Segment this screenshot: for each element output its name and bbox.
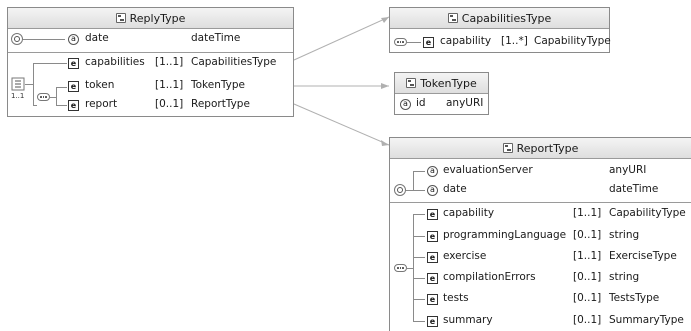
report-type-title: ReportType [516,141,579,155]
elem-cardinality: [0..1] [573,271,602,283]
elem-cardinality: [1..*] [501,35,528,47]
elem-name: token [85,79,115,91]
elem-cardinality: [1..1] [573,250,602,262]
reply-attr-date[interactable]: a date dateTime [68,30,288,48]
attr-name: date [85,32,109,44]
capabilities-type-title: CapabilitiesType [461,11,552,25]
capabilities-type-box[interactable]: CapabilitiesType e capability [1..*] Cap… [389,7,611,53]
element-icon: e [427,230,438,242]
complex-type-icon [502,143,513,153]
elem-name: capability [440,35,492,47]
elem-type: ExerciseType [609,250,677,262]
attribute-group-icon [394,184,406,196]
elem-name: tests [443,292,469,304]
capabilities-elem-capability[interactable]: e capability [1..*] CapabilityType [423,33,611,51]
elem-cardinality: [0..1] [573,292,602,304]
attr-type: dateTime [191,32,241,44]
elem-type: TestsType [609,292,660,304]
reply-type-header: ReplyType [8,8,293,29]
elem-name: report [85,98,118,110]
elem-type: ReportType [191,98,250,110]
element-icon: e [68,57,79,69]
elem-name: exercise [443,250,487,262]
attr-name: evaluationServer [443,164,533,176]
element-icon: e [427,251,438,263]
element-icon: e [68,99,79,111]
complex-type-icon [115,13,126,23]
elem-type: SummaryType [609,314,684,326]
elem-type: CapabilitiesType [191,56,277,68]
attr-name: id [416,97,426,109]
token-type-header: TokenType [395,73,488,94]
attribute-icon: a [427,184,438,196]
reply-type-box[interactable]: ReplyType a date dateTime 1..1 e capabil… [7,7,294,117]
elem-name: programmingLanguage [443,229,567,241]
complex-type-icon [447,13,458,23]
elem-cardinality: [1..1] [155,56,184,68]
element-icon: e [427,208,438,220]
elem-name: capabilities [85,56,145,68]
element-icon: e [427,315,438,327]
group-cardinality: 1..1 [11,92,25,100]
capabilities-type-header: CapabilitiesType [390,8,609,29]
reply-elem-capabilities[interactable]: e capabilities [1..1] CapabilitiesType [68,54,293,72]
elem-name: compilationErrors [443,271,536,283]
report-elem-summary[interactable]: e summary [0..1] SummaryType [427,312,689,330]
elem-type: string [609,229,640,241]
report-elem-programminglanguage[interactable]: e programmingLanguage [0..1] string [427,227,689,245]
attr-type: anyURI [609,164,647,176]
sequence-compositor-icon [37,93,50,101]
attr-name: date [443,183,467,195]
sequence-group-icon [11,77,25,91]
report-attr-evaluationserver[interactable]: a evaluationServer anyURI [427,162,689,180]
attribute-group-icon [11,33,23,45]
elem-cardinality: [1..1] [155,79,184,91]
element-icon: e [423,36,434,48]
report-elem-tests[interactable]: e tests [0..1] TestsType [427,290,689,308]
report-elem-compilationerrors[interactable]: e compilationErrors [0..1] string [427,269,689,287]
attribute-icon: a [68,33,79,45]
sequence-compositor-icon [394,38,407,46]
report-elem-exercise[interactable]: e exercise [1..1] ExerciseType [427,248,689,266]
elem-cardinality: [0..1] [155,98,184,110]
reply-elem-token[interactable]: e token [1..1] TokenType [68,77,293,95]
attr-type: anyURI [446,97,484,109]
reply-type-title: ReplyType [129,11,186,25]
element-icon: e [427,293,438,305]
sequence-compositor-icon [394,264,407,272]
elem-type: TokenType [191,79,245,91]
elem-cardinality: [1..1] [573,207,602,219]
elem-type: CapabilityType [609,207,686,219]
attribute-icon: a [400,98,411,110]
report-type-header: ReportType [390,138,691,159]
elem-type: CapabilityType [534,35,611,47]
elem-type: string [609,271,640,283]
element-icon: e [427,272,438,284]
elem-name: summary [443,314,493,326]
report-type-box[interactable]: ReportType a evaluationServer anyURI a d… [389,137,691,331]
attr-type: dateTime [609,183,659,195]
report-elem-capability[interactable]: e capability [1..1] CapabilityType [427,205,689,223]
attribute-icon: a [427,165,438,177]
elem-cardinality: [0..1] [573,314,602,326]
elem-cardinality: [0..1] [573,229,602,241]
complex-type-icon [406,78,417,88]
token-type-title: TokenType [420,76,477,90]
reply-elem-report[interactable]: e report [0..1] ReportType [68,96,293,114]
report-attr-date[interactable]: a date dateTime [427,181,689,199]
token-attr-id[interactable]: a id anyURI [400,95,488,113]
element-icon: e [68,80,79,92]
elem-name: capability [443,207,495,219]
token-type-box[interactable]: TokenType a id anyURI [394,72,489,115]
